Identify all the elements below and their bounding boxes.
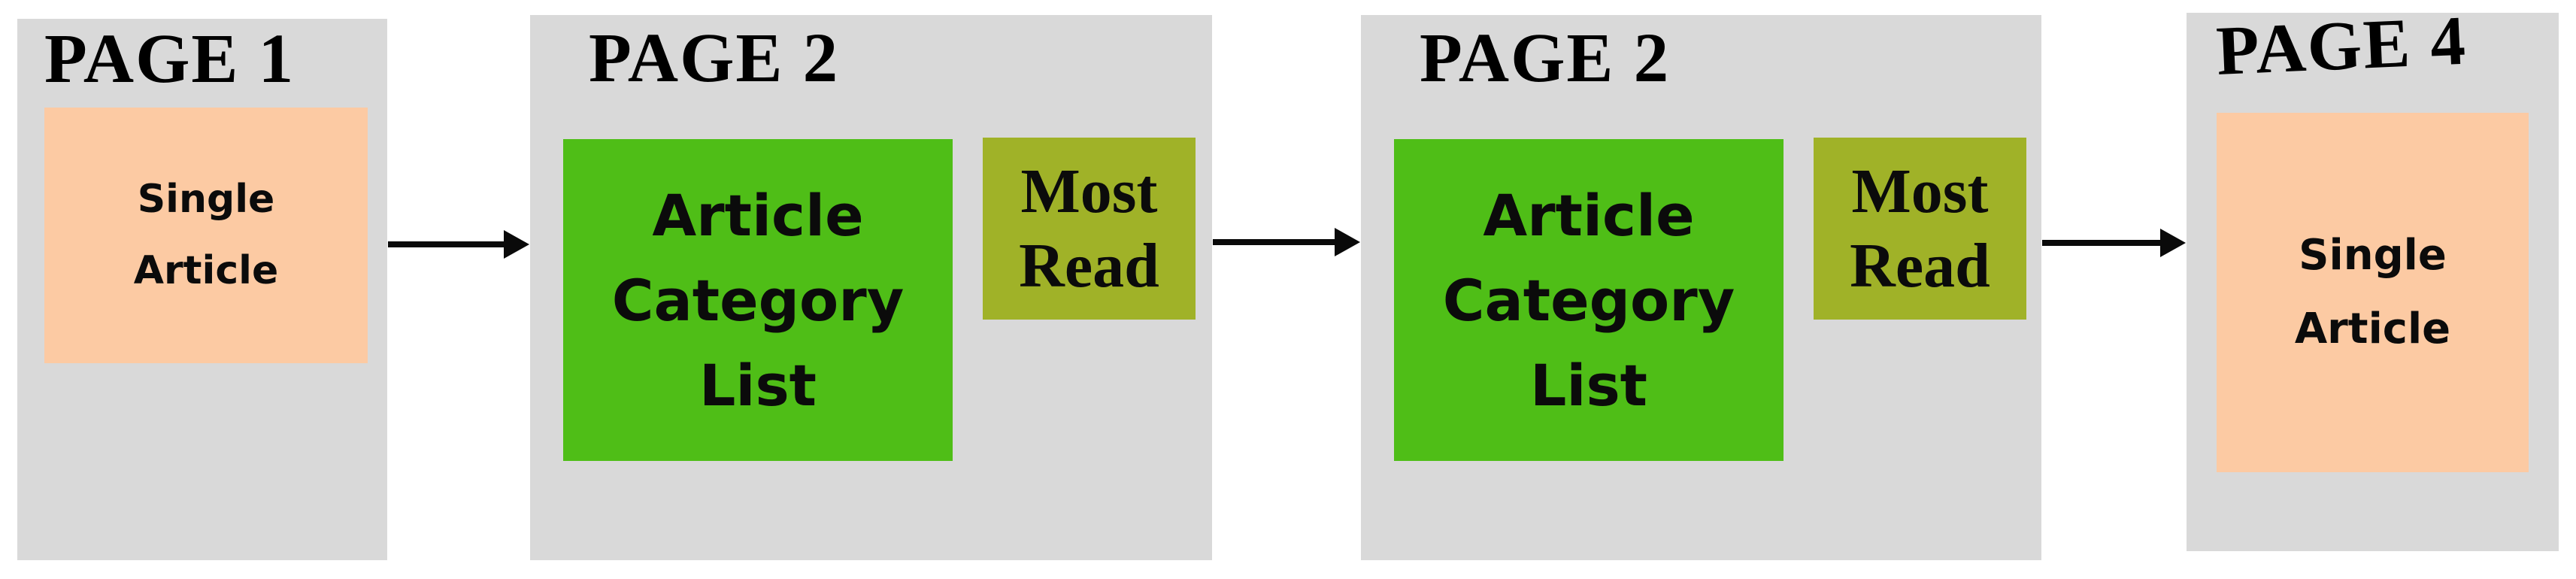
single-article-label-line2: Article: [2294, 305, 2451, 353]
arrow-head-icon: [1335, 228, 1360, 256]
panel-title-page-2-first: PAGE 2: [589, 20, 840, 97]
category-list-label-line3: List: [699, 351, 817, 419]
single-article-label-line1: Single: [137, 177, 275, 222]
arrow-shaft: [2042, 240, 2160, 246]
arrow-shaft: [1213, 239, 1335, 245]
category-list-label-line2: Category: [611, 266, 905, 334]
arrow-head-icon: [504, 230, 529, 259]
single-article-label-line2: Article: [133, 248, 279, 293]
panel-page-1: PAGE 1 Single Article: [17, 19, 387, 560]
article-category-list-box: Article Category List: [563, 139, 953, 461]
single-article-label-line1: Single: [2299, 231, 2447, 280]
most-read-label-line1: Most: [1020, 156, 1158, 226]
panel-page-4: PAGE 4 Single Article: [2187, 2, 2559, 551]
most-read-box: Most Read: [1814, 138, 2026, 320]
most-read-box: Most Read: [983, 138, 1196, 320]
panel-title-page-4: PAGE 4: [2214, 2, 2468, 90]
flow-arrow-3: [2042, 228, 2186, 258]
flow-arrow-1: [388, 229, 529, 259]
panel-page-2-first: PAGE 2 Article Category List Most Read: [530, 15, 1212, 560]
category-list-label-line2: Category: [1442, 266, 1735, 334]
arrow-shaft: [388, 241, 504, 247]
most-read-label-line2: Read: [1850, 231, 1990, 301]
single-article-box: Single Article: [44, 108, 368, 363]
panel-title-page-1: PAGE 1: [44, 20, 295, 98]
arrow-head-icon: [2160, 229, 2186, 257]
most-read-label-line2: Read: [1019, 231, 1159, 301]
panel-page-2-second: PAGE 2 Article Category List Most Read: [1361, 15, 2041, 560]
flow-arrow-2: [1213, 227, 1360, 257]
category-list-label-line3: List: [1529, 351, 1648, 419]
article-category-list-box: Article Category List: [1394, 139, 1784, 461]
single-article-box: Single Article: [2217, 113, 2529, 472]
category-list-label-line1: Article: [1483, 181, 1695, 249]
category-list-label-line1: Article: [652, 181, 864, 249]
panel-title-page-2-second: PAGE 2: [1420, 20, 1671, 97]
most-read-label-line1: Most: [1851, 156, 1989, 226]
